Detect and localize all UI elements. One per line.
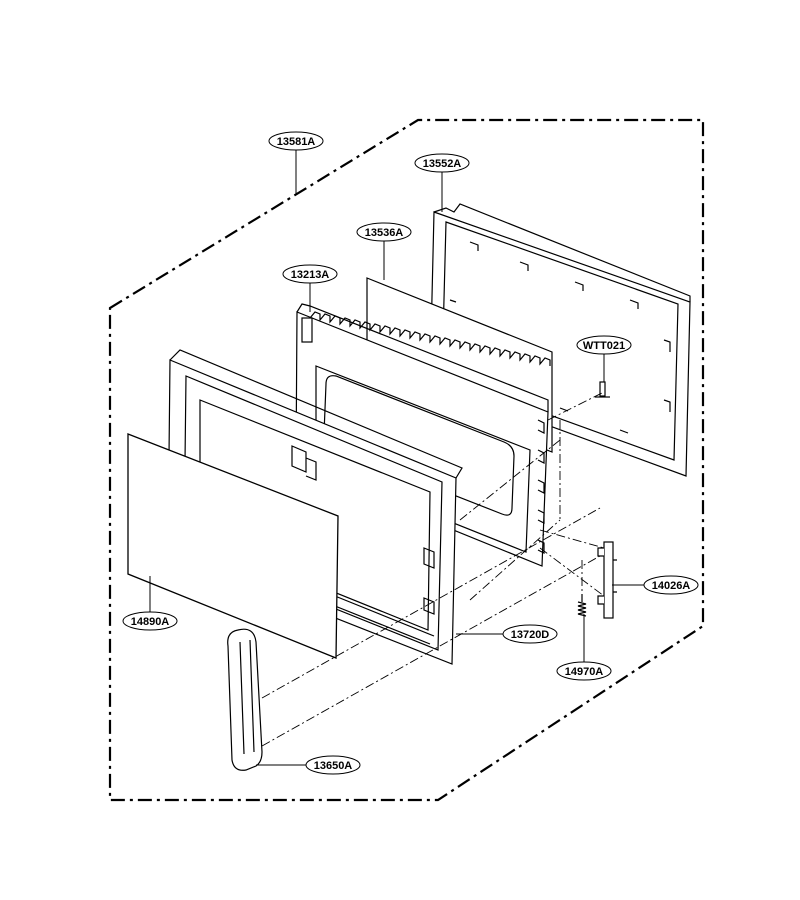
svg-text:13581A: 13581A — [277, 136, 316, 148]
label-door-front-panel: 14890A — [122, 611, 178, 631]
label-choke-frame: 13213A — [282, 264, 338, 284]
hinge-part — [597, 541, 617, 619]
label-spring: 14970A — [556, 661, 612, 681]
spring-part — [577, 594, 587, 617]
door-handle-part — [227, 628, 263, 771]
assembly-boundary — [108, 118, 705, 802]
label-shield-panel: 13536A — [356, 222, 412, 242]
label-door-frame: 13720D — [502, 624, 558, 644]
leader-lines — [149, 149, 644, 766]
label-hinge: 14026A — [643, 575, 699, 595]
svg-text:14970A: 14970A — [565, 666, 604, 678]
screw-part — [595, 381, 610, 398]
label-handle: 13650A — [305, 755, 361, 775]
svg-text:13552A: 13552A — [423, 158, 462, 170]
svg-text:13650A: 13650A — [314, 760, 353, 772]
assembly-lines — [261, 391, 605, 747]
label-door-back-frame: 13552A — [414, 153, 470, 173]
svg-text:WTT021: WTT021 — [583, 340, 625, 352]
label-screw: WTT021 — [576, 335, 632, 355]
svg-text:14026A: 14026A — [652, 580, 691, 592]
label-assembly: 13581A — [268, 131, 324, 151]
svg-text:13536A: 13536A — [365, 227, 404, 239]
door-front-panel-part — [127, 433, 339, 659]
svg-text:13720D: 13720D — [511, 629, 550, 641]
svg-text:14890A: 14890A — [131, 616, 170, 628]
svg-text:13213A: 13213A — [291, 269, 330, 281]
